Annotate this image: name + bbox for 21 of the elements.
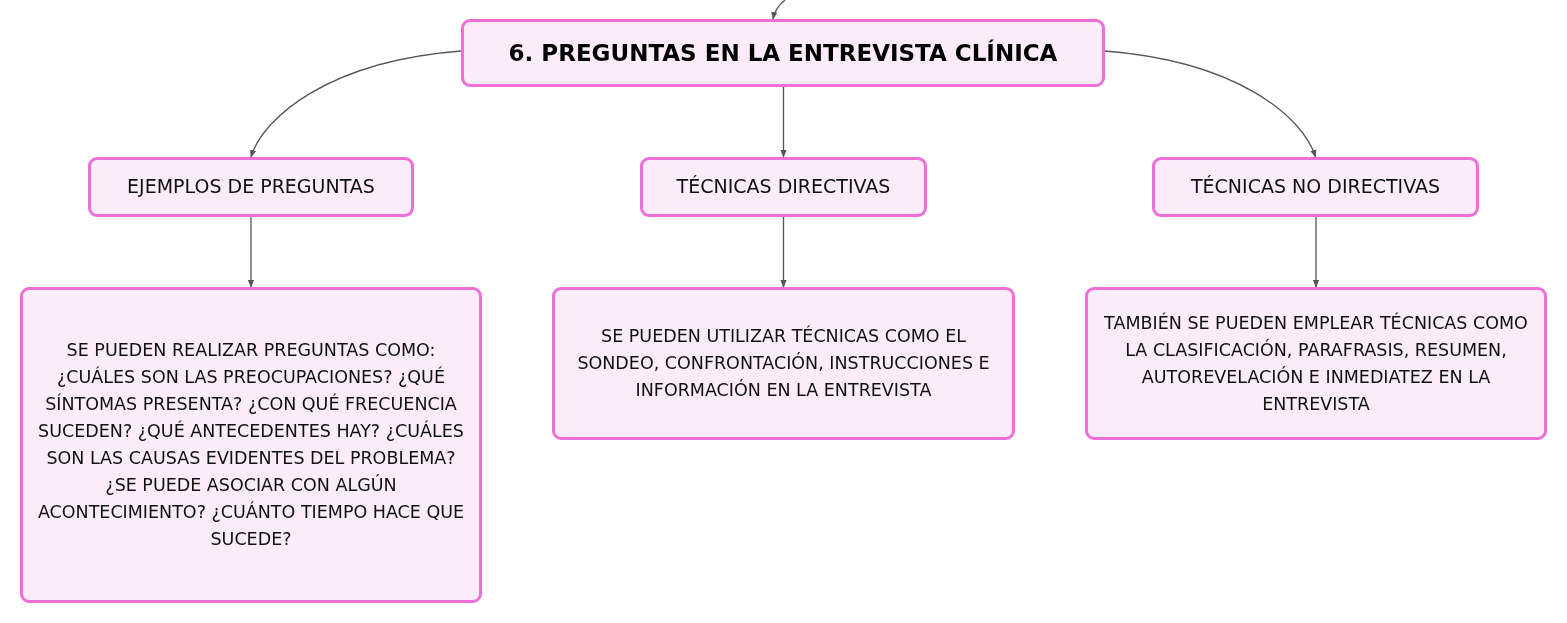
description-box — [20, 287, 482, 603]
arrow — [780, 86, 787, 158]
topic-label: TÉCNICAS DIRECTIVAS — [676, 175, 891, 199]
description-box — [1085, 287, 1547, 440]
title-text: 6. PREGUNTAS EN LA ENTREVISTA CLÍNICA — [508, 38, 1058, 68]
description-text: SE PUEDEN REALIZAR PREGUNTAS COMO: ¿CUÁLES SON LAS PREOCUPACIONES? ¿QUÉ SÍNTOMAS PRESENTA? ¿CON QUÉ FRECUENCIA SUCEDEN? ¿QUÉ ANTECEDENTES HAY? ¿CUÁLES SON LAS CAUSAS EVIDENTES DEL PROBLEMA? ¿SE PUEDE ASOCIAR CON ALGÚN ACONTECIMIENTO? ¿CUÁNTO TIEMPO HACE QUE SUCEDE? — [36, 339, 466, 551]
description-text: TAMBIÉN SE PUEDEN EMPLEAR TÉCNICAS COMO LA CLASIFICACIÓN, PARAFRASIS, RESUMEN, AUTOREVELACIÓN E INMEDIATEZ EN LA ENTREVISTA — [1103, 311, 1529, 416]
arrow — [780, 216, 787, 288]
arrow — [1104, 50, 1317, 158]
topic-label: TÉCNICAS NO DIRECTIVAS — [1191, 175, 1440, 199]
arrow — [247, 216, 255, 288]
topic-box — [88, 157, 414, 217]
title-box — [461, 19, 1105, 87]
arrow — [771, 0, 786, 20]
arrow — [250, 50, 462, 158]
topic-box — [640, 157, 927, 217]
description-text: SE PUEDEN UTILIZAR TÉCNICAS COMO EL SONDEO, CONFRONTACIÓN, INSTRUCCIONES E INFORMACIÓN EN LA ENTREVISTA — [576, 324, 991, 402]
description-box — [552, 287, 1015, 440]
topic-label: EJEMPLOS DE PREGUNTAS — [127, 175, 375, 199]
arrow — [1312, 216, 1320, 288]
topic-box — [1152, 157, 1479, 217]
